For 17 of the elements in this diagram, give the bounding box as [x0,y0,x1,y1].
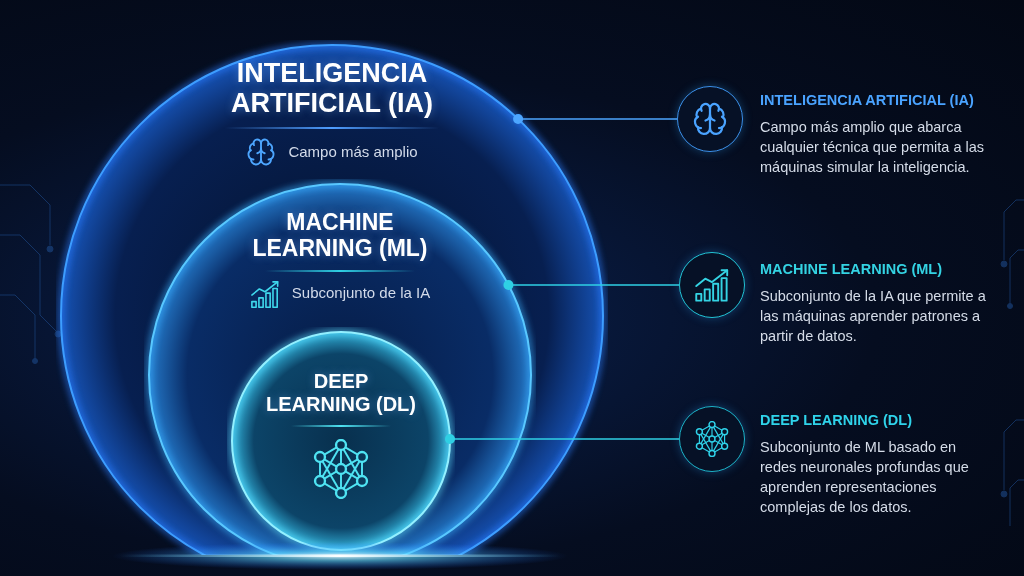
description-text: Subconjunto de la IA que permite a las máquinas aprender patrones a partir de datos. [760,287,987,346]
section-heading: INTELIGENCIA ARTIFICIAL (IA) [760,91,975,110]
subtitle-text: Campo más amplio [288,142,418,163]
icon-ring [679,252,745,318]
icon-ring [677,86,743,152]
section-heading: MACHINE LEARNING (ML) [760,260,944,279]
description-text: Campo más amplio que abarca cualquier técnica que permita a las máquinas simular la inteligencia. [760,118,986,177]
circle-title: DEEP LEARNING (DL) [265,370,417,416]
circle-title: INTELIGENCIA ARTIFICIAL (IA) [230,58,434,119]
circle-title: MACHINE LEARNING (ML) [251,210,429,262]
connector-line [503,280,680,290]
subtitle-text: Subconjunto de la IA [291,283,431,304]
section-heading: DEEP LEARNING (DL) [760,411,913,430]
connector-line [445,434,680,444]
connector-line [513,114,678,124]
icon-ring [679,406,745,472]
description-text: Subconjunto de ML basado en redes neuronales profundas que aprenden representaciones complejas de los datos. [760,438,970,517]
